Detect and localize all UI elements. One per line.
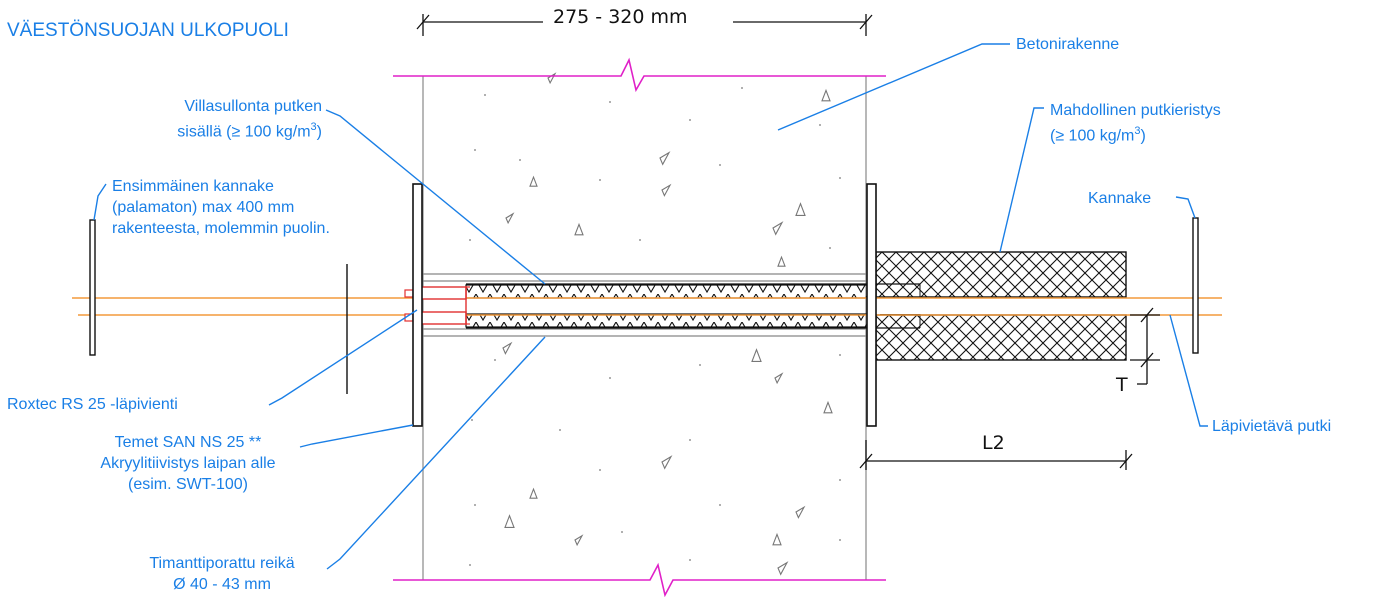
aggregate-mark — [502, 341, 513, 355]
label-putkieristys-sup: 3 — [1134, 125, 1141, 137]
aggregate-dot — [559, 429, 561, 431]
aggregate-mark — [659, 151, 671, 166]
top-break-line — [393, 57, 886, 93]
aggregate-dot — [469, 564, 471, 566]
label-timantti-line2: Ø 40 - 43 mm — [173, 576, 271, 593]
aggregate-dot — [484, 94, 486, 96]
aggregate-dot — [689, 439, 691, 441]
aggregate-mark — [821, 88, 831, 102]
aggregate-dot — [519, 159, 521, 161]
aggregate-dot — [839, 354, 841, 356]
label-temet-line1: Temet SAN NS 25 ** — [114, 434, 262, 451]
label-lapivietava: Läpivietävä putki — [1212, 418, 1332, 435]
right-hanger — [1192, 217, 1199, 354]
aggregate-mark — [574, 534, 584, 547]
aggregate-mark — [772, 221, 784, 236]
aggregate-mark — [772, 532, 782, 546]
aggregate-dot — [839, 177, 841, 179]
label-villasullonta-close: ) — [316, 123, 322, 141]
aggregate-dot — [609, 377, 611, 379]
label-villasullonta: Villasullonta putken sisällä (≥ 100 kg/m… — [118, 96, 322, 142]
aggregate-dot — [469, 239, 471, 241]
right-flange — [866, 183, 877, 427]
aggregate-dot — [474, 504, 476, 506]
aggregate-dot — [599, 179, 601, 181]
label-villasullonta-line1: Villasullonta putken — [184, 98, 322, 115]
aggregate-mark — [504, 514, 515, 528]
concrete-wall — [422, 72, 867, 580]
label-kannake-line2: (palamaton) max 400 mm — [112, 199, 295, 216]
core-drilled-hole — [423, 273, 866, 337]
left-hanger — [89, 219, 96, 356]
aggregate-mark — [751, 348, 762, 362]
aggregate-mark — [823, 400, 833, 414]
wall-thickness-label: 275 - 320 mm — [553, 6, 688, 28]
label-kannake-line3: rakenteesta, molemmin puolin. — [112, 220, 330, 237]
label-villasullonta-sup: 3 — [310, 121, 317, 133]
aggregate-dot — [689, 119, 691, 121]
aggregate-dot — [494, 359, 496, 361]
aggregate-dot — [639, 239, 641, 241]
label-putkieristys: Mahdollinen putkieristys (≥ 100 kg/m3) — [1050, 100, 1221, 146]
label-kannake-line1: Ensimmäinen kannake — [112, 178, 274, 195]
leader-lines — [93, 43, 1208, 570]
aggregate-mark — [661, 183, 672, 197]
label-temet: Temet SAN NS 25 ** Akryylitiivistys laip… — [58, 432, 318, 495]
aggregate-dot — [599, 469, 601, 471]
aggregate-dot — [819, 124, 821, 126]
label-temet-line3: (esim. SWT-100) — [127, 476, 248, 493]
label-timanttiporattu: Timanttiporattu reikä Ø 40 - 43 mm — [120, 553, 324, 595]
aggregate-mark — [547, 72, 557, 85]
label-villasullonta-text: sisällä (≥ 100 kg/m — [177, 123, 311, 141]
aggregate-mark — [774, 372, 784, 385]
aggregate-mark — [777, 255, 786, 267]
aggregate-dot — [474, 149, 476, 151]
aggregate-dot — [471, 419, 473, 421]
left-flange — [412, 183, 423, 427]
aggregate-dot — [741, 87, 743, 89]
aggregate-mark — [529, 175, 538, 187]
aggregate-dot — [699, 364, 701, 366]
aggregate-dot — [719, 164, 721, 166]
label-putkieristys-text: (≥ 100 kg/m — [1050, 127, 1135, 145]
label-putkieristys-line2: (≥ 100 kg/m3) — [1050, 121, 1221, 146]
aggregate-mark — [661, 455, 673, 470]
l2-dimension — [859, 440, 1133, 470]
aggregate-dot — [609, 101, 611, 103]
label-timantti-line1: Timanttiporattu reikä — [149, 555, 295, 572]
t-dimension — [1130, 307, 1160, 385]
label-temet-line2: Akryylitiivistys laipan alle — [100, 455, 276, 472]
label-putkieristys-close: ) — [1140, 127, 1146, 145]
aggregate-dot — [839, 539, 841, 541]
aggregate-mark — [795, 505, 806, 519]
aggregate-dot — [719, 504, 721, 506]
aggregate-mark — [795, 202, 806, 216]
aggregate-mark — [529, 487, 538, 499]
aggregate-mark — [505, 212, 515, 225]
label-villasullonta-line2: sisällä (≥ 100 kg/m3) — [118, 117, 322, 142]
label-roxtec: Roxtec RS 25 -läpivienti — [7, 396, 178, 413]
aggregate-mark — [574, 222, 584, 236]
aggregate-mark — [777, 561, 789, 576]
l2-label: L2 — [982, 432, 1005, 454]
label-betonirakenne: Betonirakenne — [1016, 36, 1120, 53]
label-putkieristys-line1: Mahdollinen putkieristys — [1050, 102, 1221, 119]
label-kannake-right: Kannake — [1088, 190, 1152, 207]
aggregate-dot — [829, 247, 831, 249]
aggregate-dot — [689, 559, 691, 561]
label-ensimmainen-kannake: Ensimmäinen kannake (palamaton) max 400 … — [112, 176, 330, 239]
aggregate-dot — [621, 531, 623, 533]
bottom-break-line — [393, 562, 886, 597]
aggregate-dot — [839, 479, 841, 481]
drawing-title: VÄESTÖNSUOJAN ULKOPUOLI — [7, 20, 289, 41]
pipe-insulation — [875, 251, 1127, 361]
penetrating-pipe — [72, 297, 1222, 316]
wall-thickness-dimension — [416, 14, 873, 36]
t-label: T — [1116, 374, 1128, 396]
wool-packing — [465, 284, 877, 328]
